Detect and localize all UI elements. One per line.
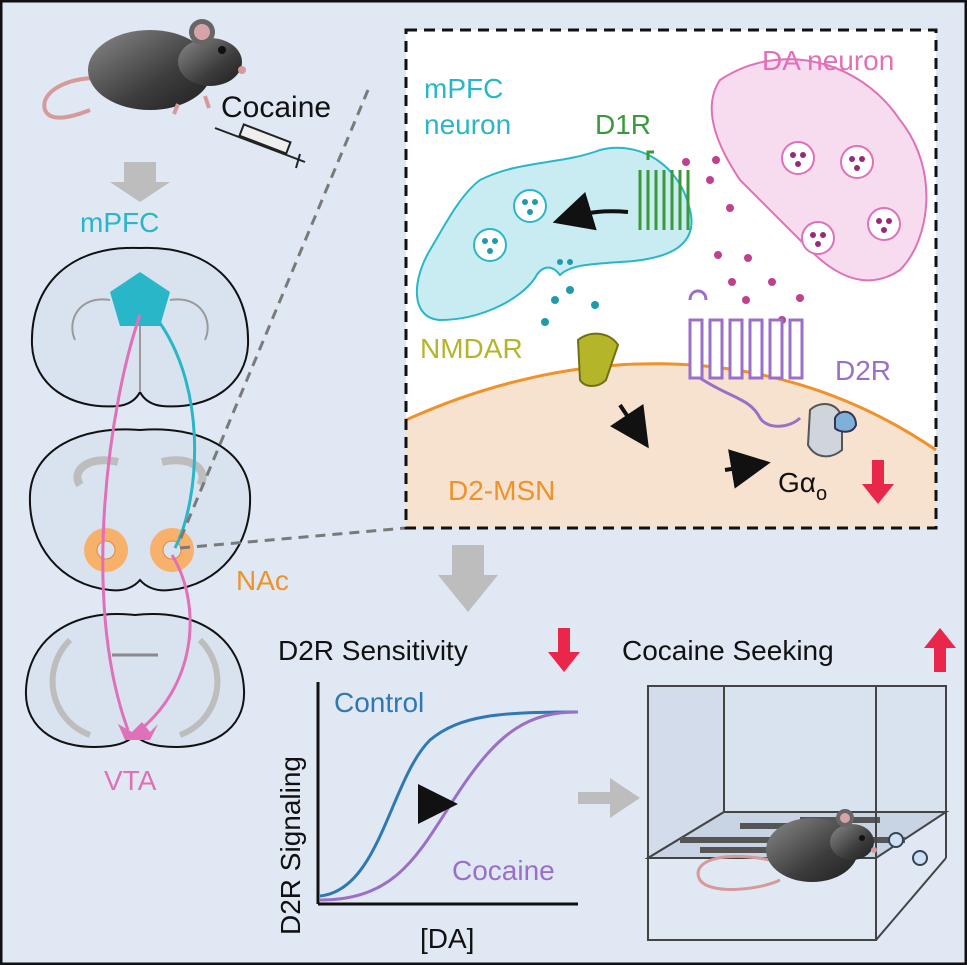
g-protein-icon xyxy=(806,403,858,458)
d2-msn-label: D2-MSN xyxy=(448,475,555,506)
da-neuron-label: DA neuron xyxy=(762,45,894,76)
syringe-icon xyxy=(214,123,306,169)
control-curve-label: Control xyxy=(334,687,424,718)
down-arrow-1 xyxy=(110,162,170,202)
g-alpha-label: Gαo xyxy=(778,467,827,505)
injected-mouse xyxy=(42,19,246,120)
galpha-down-arrow xyxy=(862,460,894,504)
zoom-line-top xyxy=(178,89,370,541)
nmdar-signal-arrow xyxy=(610,403,649,449)
sensitivity-down-arrow xyxy=(548,628,580,672)
nmdar-channel xyxy=(576,332,620,387)
behavior-chamber xyxy=(644,685,950,941)
mpfc-pentagon xyxy=(110,272,170,326)
x-axis-label: [DA] xyxy=(420,923,474,954)
vta-label: VTA xyxy=(104,765,157,796)
control-curve xyxy=(319,710,579,898)
vta-to-nac-projection xyxy=(139,554,192,732)
d1r-signal-arrow xyxy=(552,191,629,231)
mpfc-to-nac-projection xyxy=(148,309,197,549)
d2r-label: D2R xyxy=(835,355,891,386)
mpfc-neuron-label-line1: mPFC xyxy=(424,73,503,104)
zoom-line-bottom xyxy=(179,526,407,550)
brain-section-vta xyxy=(24,613,246,748)
seeking-up-arrow xyxy=(924,628,956,672)
vta-to-mpfc-projection xyxy=(101,314,142,731)
galpha-signal-arrow xyxy=(724,449,771,489)
cocaine-curve-label: Cocaine xyxy=(452,855,555,886)
d2r-sensitivity-label: D2R Sensitivity xyxy=(278,635,468,666)
cocaine-injection-label: Cocaine xyxy=(221,91,331,124)
dose-response-plot xyxy=(316,682,579,906)
dopamine-molecules xyxy=(682,156,804,324)
synapse-zoom-panel xyxy=(404,28,938,530)
mpfc-region-label: mPFC xyxy=(80,207,159,238)
nac-label: NAc xyxy=(236,565,289,596)
y-axis-label: D2R Signaling xyxy=(275,756,306,935)
nmdar-label: NMDAR xyxy=(420,333,523,364)
d1r-label: D1R xyxy=(595,109,651,140)
mpfc-neuron-label-line2: neuron xyxy=(424,109,511,140)
cocaine-seeking-label: Cocaine Seeking xyxy=(622,635,834,666)
brain-section-mpfc xyxy=(30,246,250,408)
down-arrow-2 xyxy=(438,545,498,612)
d2r-receptor xyxy=(688,289,804,428)
d1r-receptor xyxy=(638,150,690,230)
right-arrow xyxy=(578,778,640,818)
mpfc-neuron xyxy=(415,146,693,322)
seeking-mouse xyxy=(696,809,877,891)
cocaine-curve xyxy=(319,710,579,902)
